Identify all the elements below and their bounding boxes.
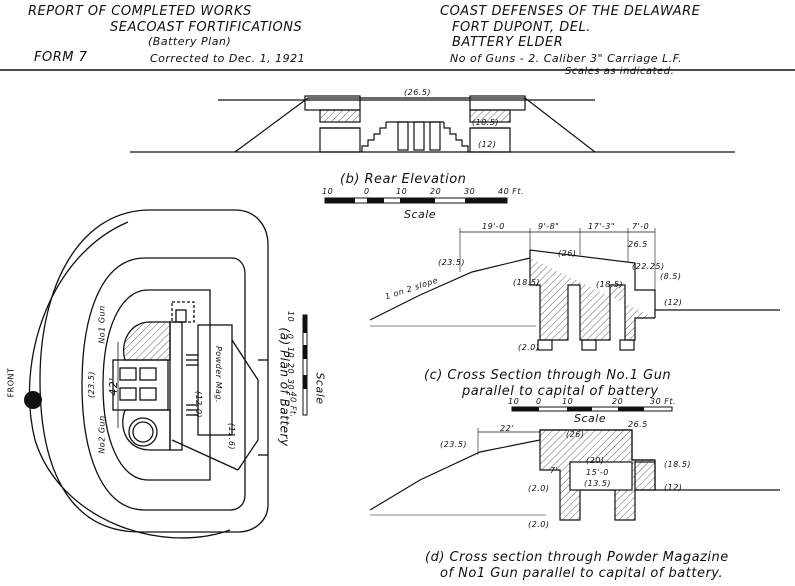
rear-scale-label: Scale [404, 208, 437, 221]
rear-elevation-drawing [130, 95, 735, 153]
sec-c-dim-4: 7'-0 [632, 222, 650, 231]
sec-c-elev-5: (18.5) [513, 278, 541, 287]
section-c-scale-bar [511, 406, 673, 412]
plan-dim-116: (11.6) [227, 422, 237, 451]
plan-gun2-label: No2 Gun [97, 415, 107, 454]
header-subtitle-left: Seacoast Fortifications [110, 20, 303, 35]
sec-d-elev-10: (2.0) [528, 484, 550, 493]
plan-scale-tick-4: 30 [286, 378, 296, 391]
sec-c-elev-8: (18.5) [596, 280, 624, 289]
sec-c-elev-6: (12) [664, 298, 683, 307]
sec-d-elev-8: 7' [550, 466, 559, 475]
header-battery-name: Battery Elder [452, 35, 564, 50]
plan-scale-tick-2: 10 [286, 346, 296, 359]
header-title-right: Coast Defenses of the Delaware [440, 4, 701, 19]
sec-d-elev-6: (13.5) [584, 479, 612, 488]
sec-d-elev-2: (26) [566, 430, 585, 439]
sec-d-elev-3: 26.5 [628, 420, 648, 429]
plan-scale-bar [302, 314, 308, 416]
sec-c-scale-tick-1: 0 [536, 397, 542, 406]
section-d-caption-2: of No1 Gun parallel to capital of batter… [440, 566, 724, 581]
section-d-drawing [369, 428, 780, 521]
sec-c-elev-1: (23.5) [438, 258, 466, 267]
plan-scale-tick-0: 10 [286, 310, 296, 323]
header-fort-name: Fort DuPont, Del. [452, 20, 591, 35]
sec-c-elev-3: 26.5 [628, 240, 648, 249]
header-guns-caliber: No of Guns - 2. Caliber 3" Carriage L.F. [450, 52, 683, 65]
sec-c-scale-tick-4: 30 Ft. [650, 397, 677, 406]
sec-c-scale-tick-0: 10 [508, 397, 520, 406]
sec-d-elev-4: (18.5) [664, 460, 692, 469]
sec-d-elev-5: 15'-0 [586, 468, 609, 477]
rear-scale-tick-1: 0 [364, 187, 370, 196]
plan-of-battery-drawing [28, 209, 269, 539]
plan-dim-120: (12.0) [194, 390, 204, 419]
sec-d-elev-9: (12) [664, 483, 683, 492]
section-c-caption-1: (c) Cross Section through No.1 Gun [424, 368, 672, 383]
plan-scale-tick-1: 0 [285, 333, 295, 340]
section-c-drawing [369, 228, 780, 351]
rear-elevation-caption: (b) Rear Elevation [340, 172, 467, 187]
plan-gun1-label: No1 Gun [97, 305, 107, 344]
rear-scale-tick-4: 30 [464, 187, 476, 196]
sec-c-elev-9: (2.0) [518, 343, 540, 352]
sec-c-elev-2: (26) [558, 249, 577, 258]
sec-c-dim-1: 19'-0 [482, 222, 505, 231]
header-corrected-date: Corrected to Dec. 1, 1921 [150, 52, 306, 65]
sec-c-scale-label: Scale [574, 412, 607, 425]
sec-d-elev-7: (20) [586, 456, 605, 465]
header-form-number: Form 7 [34, 50, 88, 65]
rear-scale-tick-0: 10 [322, 187, 334, 196]
front-label: FRONT [6, 367, 16, 398]
sec-c-scale-tick-2: 10 [562, 397, 574, 406]
header-title-left: Report of Completed Works [28, 4, 252, 19]
sec-d-elev-11: (2.0) [528, 520, 550, 529]
section-c-caption-2: parallel to capital of battery [462, 384, 659, 399]
rear-elev-dim-mid: (18.5) [472, 118, 500, 127]
rear-elevation-scale-bar [324, 197, 508, 204]
rear-scale-tick-3: 20 [430, 187, 442, 196]
sec-c-dim-3: 17'-3" [588, 222, 616, 231]
sec-d-dim-1: 22' [500, 424, 514, 433]
plan-scale-label: Scale [313, 372, 327, 405]
plan-powder-label: Powder Mag. [214, 345, 224, 404]
plan-scale-tick-3: 20 [286, 362, 296, 375]
rear-scale-tick-5: 40 Ft. [498, 187, 525, 196]
sec-c-dim-2: 9'-8" [538, 222, 560, 231]
sec-c-elev-7: (8.5) [660, 272, 682, 281]
header-scales-note: Scales as indicated. [565, 66, 675, 77]
rear-elev-dim-low: (12) [478, 140, 497, 149]
plan-dim-235: (23.5) [87, 370, 97, 399]
section-d-caption-1: (d) Cross section through Powder Magazin… [425, 550, 729, 565]
front-marker [24, 391, 42, 409]
rear-elev-dim-top: (26.5) [404, 88, 432, 97]
sec-d-elev-1: (23.5) [440, 440, 468, 449]
sec-c-scale-tick-3: 20 [612, 397, 624, 406]
plan-scale-tick-5: 40 Ft. [288, 391, 298, 418]
plan-dim-42: 42' [106, 377, 120, 396]
rear-scale-tick-2: 10 [396, 187, 408, 196]
sec-c-elev-4: (22.25) [632, 262, 665, 271]
header-battery-plan: (Battery Plan) [148, 35, 232, 48]
